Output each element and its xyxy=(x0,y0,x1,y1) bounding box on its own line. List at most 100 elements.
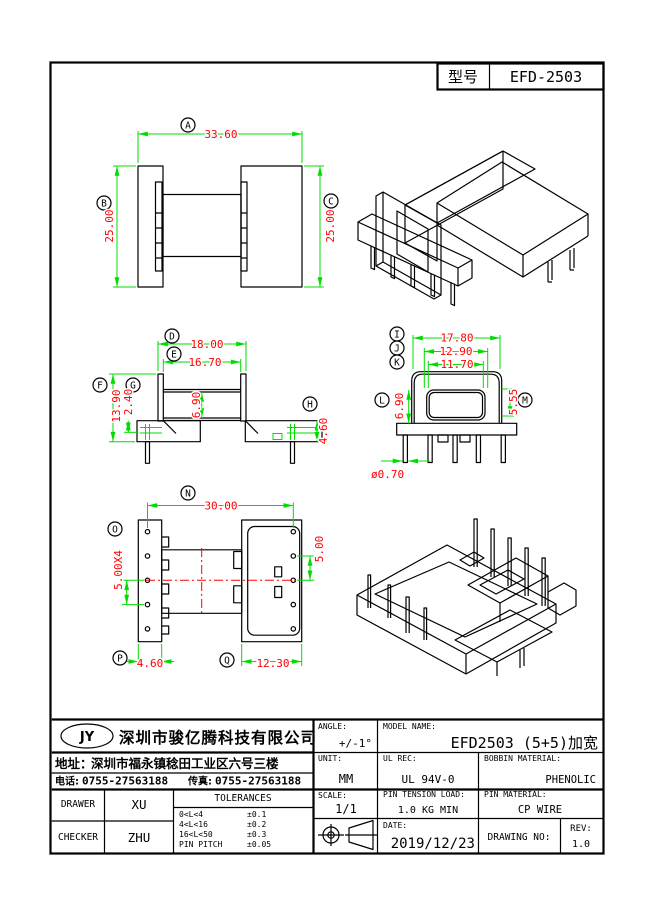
balloon-D: D xyxy=(169,331,175,342)
dim-F: F 13.90 xyxy=(92,373,156,443)
model-name-label: MODEL NAME: xyxy=(383,722,436,731)
company-name: 深圳市骏亿腾科技有限公司 xyxy=(119,728,317,747)
projection-symbol-icon xyxy=(318,819,377,851)
tolerances-block: TOLERANCES 0<L<4 ±0.1 4<L<16 ±0.2 16<L<5… xyxy=(179,793,272,849)
dim-pitch-value: 5.00 xyxy=(313,536,326,563)
dim-E: E 16.70 xyxy=(162,346,242,372)
dim-A: A 33.60 xyxy=(137,117,303,163)
dim-K: 11.70 xyxy=(427,357,484,388)
dim-H: H 4.60 xyxy=(302,396,332,446)
tolerance-value-1: ±0.2 xyxy=(247,820,266,829)
checker-value: ZHU xyxy=(128,830,151,845)
tolerance-value-0: ±0.1 xyxy=(247,810,266,819)
part-number-box: 型号 EFD-2503 xyxy=(436,62,605,91)
balloon-M: M xyxy=(522,395,528,406)
ul-rec-value: UL 94V-0 xyxy=(402,773,455,786)
dim-O-value: 5.00X4 xyxy=(112,550,125,590)
tolerance-value-2: ±0.3 xyxy=(247,830,266,839)
tolerance-range-2: 16<L<50 xyxy=(179,830,213,839)
dim-Q: Q 12.30 xyxy=(219,644,303,672)
dim-K-value: 11.70 xyxy=(440,358,473,371)
dim-J: 12.90 xyxy=(423,344,489,388)
dim-E-value: 16.70 xyxy=(188,356,221,369)
pin-material-label: PIN MATERIAL: xyxy=(484,790,547,799)
dim-I: 17.80 xyxy=(412,330,501,369)
bobbin-material-label: BOBBIN MATERIAL: xyxy=(484,754,561,763)
rev-value: 1.0 xyxy=(572,839,590,850)
company-phone: 0755-27563188 xyxy=(82,775,168,788)
balloon-F: F xyxy=(97,380,103,391)
drawing-frame xyxy=(49,61,605,855)
ul-rec-label: UL REC: xyxy=(383,754,417,763)
iso-view-top xyxy=(357,150,589,307)
dim-P: P 4.60 xyxy=(112,644,174,672)
company-address-label: 地址： xyxy=(55,756,93,771)
date-label: DATE: xyxy=(383,821,407,830)
dim-A-value: 33.60 xyxy=(204,128,237,141)
company-fax-label: 传真: xyxy=(187,775,212,788)
view-front-top: A 33.60 B 25.00 C 25.00 xyxy=(96,117,339,288)
date-value: 2019/12/23 xyxy=(391,836,475,852)
balloon-A: A xyxy=(185,120,191,131)
unit-label: UNIT: xyxy=(318,754,342,763)
checker-label: CHECKER xyxy=(58,832,98,843)
dim-G-value: 2.40 xyxy=(122,389,135,416)
balloon-Q: Q xyxy=(224,655,230,666)
dim-B: B 25.00 xyxy=(96,165,136,288)
dim-pin-diameter-value: ø0.70 xyxy=(371,468,404,481)
dim-N-value: 30.00 xyxy=(204,500,237,513)
drawer-label: DRAWER xyxy=(61,799,96,810)
balloon-E: E xyxy=(171,349,177,360)
rev-label: REV: xyxy=(570,824,592,834)
dim-B-value: 25.00 xyxy=(103,209,116,242)
drawing-no-label: DRAWING NO: xyxy=(488,832,551,843)
dim-J-value: 12.90 xyxy=(439,345,472,358)
dim-I-value: 17.80 xyxy=(440,332,473,345)
tolerance-value-3: ±0.05 xyxy=(247,840,271,849)
pin-tension-label: PIN TENSION LOAD: xyxy=(383,790,465,799)
balloon-P: P xyxy=(117,653,123,664)
balloon-H: H xyxy=(307,399,313,410)
balloon-G: G xyxy=(130,380,136,391)
part-number-value: EFD-2503 xyxy=(510,68,582,86)
company-fax: 0755-27563188 xyxy=(215,775,301,788)
balloon-L: L xyxy=(379,395,385,406)
dim-pin-diameter: ø0.70 xyxy=(370,458,430,483)
dim-P-value: 4.60 xyxy=(137,657,164,670)
iso-view-bottom xyxy=(356,518,577,676)
angle-label: ANGLE: xyxy=(318,722,347,731)
balloon-I: I xyxy=(394,329,400,340)
drawer-value: XU xyxy=(131,797,146,812)
dim-window-value: 6.90 xyxy=(190,392,203,419)
balloon-C: C xyxy=(328,196,334,207)
view-side: I J K 17.80 12.90 11.70 L 6.90 xyxy=(370,326,533,483)
scale-label: SCALE: xyxy=(318,791,347,800)
dim-D-value: 18.00 xyxy=(190,338,223,351)
company-logo-text: JY xyxy=(79,730,95,745)
tolerance-range-1: 4<L<16 xyxy=(179,820,208,829)
scale-value: 1/1 xyxy=(335,802,357,816)
view-bottom: N 30.00 O 5.00X4 5.00 P 4.60 xyxy=(107,485,328,672)
dim-window-height: 6.90 xyxy=(189,390,205,420)
company-block: JY 深圳市骏亿腾科技有限公司 地址： 深圳市福永镇稔田工业区六号三楼 电话: … xyxy=(55,723,317,788)
balloon-O: O xyxy=(112,524,118,535)
dim-H-value: 4.60 xyxy=(317,418,330,445)
company-phone-label: 电话: xyxy=(55,775,79,788)
dim-L: L 6.90 xyxy=(374,390,412,424)
unit-value: MM xyxy=(339,772,353,786)
balloon-J: J xyxy=(394,343,400,354)
dim-pitch-right: 5.00 xyxy=(297,534,328,581)
view-front: D 18.00 E 16.70 F 13.90 G 2.40 xyxy=(92,328,332,464)
company-address: 深圳市福永镇稔田工业区六号三楼 xyxy=(91,756,279,771)
title-block: JY 深圳市骏亿腾科技有限公司 地址： 深圳市福永镇稔田工业区六号三楼 电话: … xyxy=(51,718,604,854)
bobbin-material-value: PHENOLIC xyxy=(545,774,596,786)
dim-M: M 5.55 xyxy=(501,387,533,417)
pin-material-value: CP WIRE xyxy=(518,804,562,816)
dim-L-value: 6.90 xyxy=(393,393,406,420)
model-name-value: EFD2503 (5+5)加宽 xyxy=(451,734,598,752)
tolerance-range-0: 0<L<4 xyxy=(179,810,203,819)
part-number-label: 型号 xyxy=(448,68,478,86)
balloon-N: N xyxy=(185,488,191,499)
